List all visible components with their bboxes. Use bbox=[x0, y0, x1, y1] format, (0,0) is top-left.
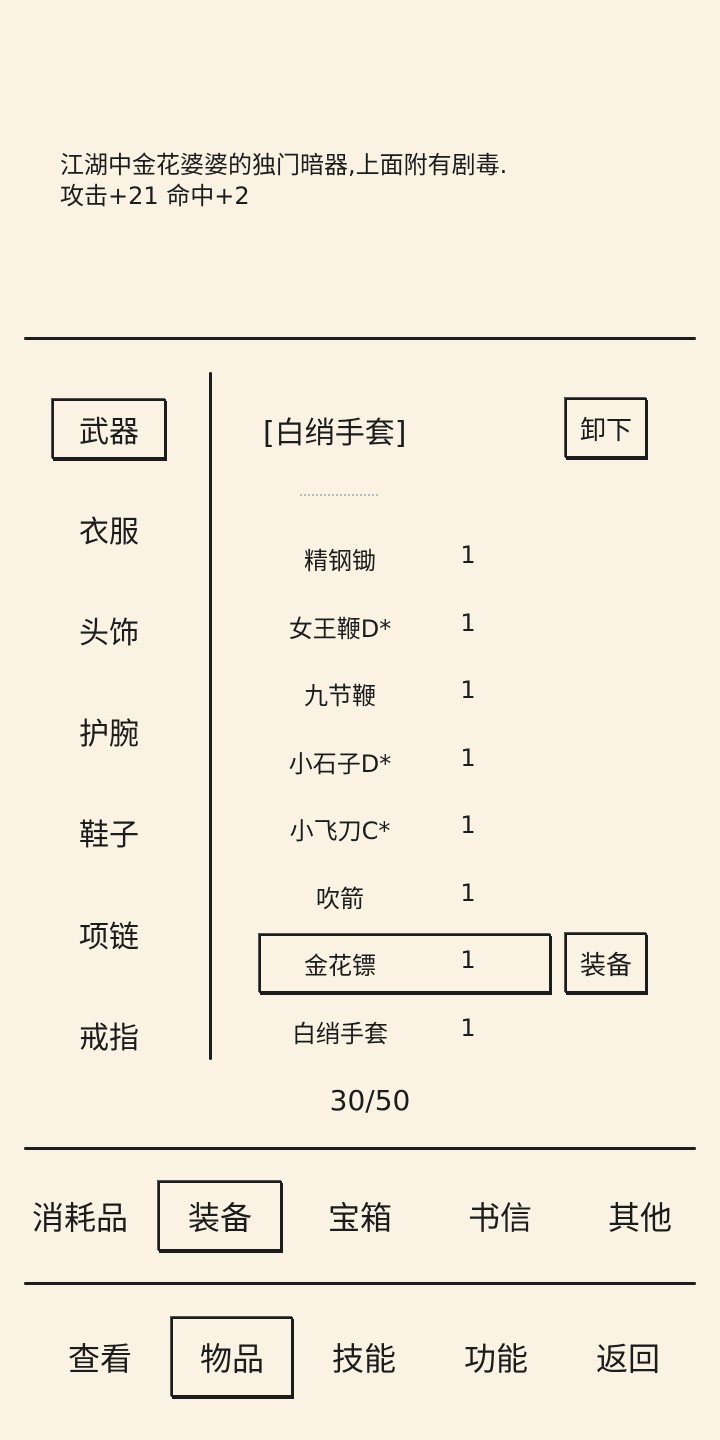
item-name[interactable]: 小石子D* bbox=[288, 750, 392, 778]
category-ring[interactable]: 戒指 bbox=[79, 1021, 139, 1056]
tab-consumables[interactable]: 消耗品 bbox=[31, 1199, 128, 1237]
tab-other[interactable]: 其他 bbox=[607, 1199, 672, 1237]
nav-skills[interactable]: 技能 bbox=[331, 1340, 396, 1378]
category-shoes[interactable]: 鞋子 bbox=[79, 818, 139, 853]
item-qty: 1 bbox=[460, 609, 476, 637]
item-qty: 1 bbox=[460, 744, 476, 772]
category-bracer[interactable]: 护腕 bbox=[79, 717, 139, 752]
item-name[interactable]: 金花镖 bbox=[304, 952, 376, 980]
item-name[interactable]: 白绡手套 bbox=[292, 1020, 388, 1048]
item-qty: 1 bbox=[460, 541, 476, 569]
item-name[interactable]: 小飞刀C* bbox=[289, 817, 391, 845]
category-weapon[interactable]: 武器 bbox=[52, 399, 166, 459]
category-necklace[interactable]: 项链 bbox=[79, 920, 139, 955]
scroll-fade-edge bbox=[300, 494, 378, 500]
category-clothes[interactable]: 衣服 bbox=[79, 515, 139, 550]
item-name[interactable]: 吹箭 bbox=[316, 885, 364, 913]
unequip-button[interactable]: 卸下 bbox=[565, 398, 647, 458]
nav-back[interactable]: 返回 bbox=[595, 1340, 660, 1378]
divider-top bbox=[24, 337, 696, 340]
item-description: 江湖中金花婆婆的独门暗器,上面附有剧毒. 攻击+21 命中+2 bbox=[60, 150, 507, 212]
nav-items[interactable]: 物品 bbox=[171, 1317, 293, 1397]
item-name[interactable]: 女王鞭D* bbox=[288, 615, 392, 643]
item-name[interactable]: 精钢锄 bbox=[304, 547, 376, 575]
divider-middle bbox=[24, 1147, 696, 1150]
item-qty: 1 bbox=[460, 811, 476, 839]
inventory-capacity: 30/50 bbox=[329, 1084, 411, 1117]
selected-item-row[interactable] bbox=[259, 934, 551, 993]
nav-view[interactable]: 查看 bbox=[67, 1340, 132, 1378]
nav-functions[interactable]: 功能 bbox=[463, 1340, 528, 1378]
item-qty: 1 bbox=[460, 879, 476, 907]
tab-letters[interactable]: 书信 bbox=[467, 1199, 532, 1237]
tab-treasure-chests[interactable]: 宝箱 bbox=[327, 1199, 392, 1237]
tab-equipment[interactable]: 装备 bbox=[158, 1181, 282, 1251]
equip-button[interactable]: 装备 bbox=[565, 933, 647, 993]
item-name[interactable]: 九节鞭 bbox=[304, 682, 376, 710]
description-line-1: 江湖中金花婆婆的独门暗器,上面附有剧毒. bbox=[60, 151, 508, 179]
category-headwear[interactable]: 头饰 bbox=[79, 616, 139, 651]
item-qty: 1 bbox=[460, 1014, 476, 1042]
divider-vertical bbox=[209, 372, 212, 1060]
item-qty: 1 bbox=[460, 946, 476, 974]
item-qty: 1 bbox=[460, 676, 476, 704]
description-line-2: 攻击+21 命中+2 bbox=[60, 182, 250, 210]
equipped-item-name: [白绡手套] bbox=[263, 416, 407, 451]
divider-bottom bbox=[24, 1282, 696, 1285]
